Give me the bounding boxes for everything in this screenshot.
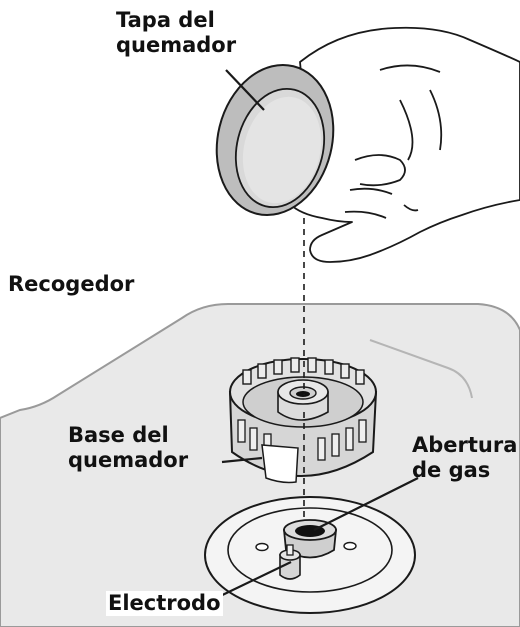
gas-opening-label-line1: Abertura (412, 433, 518, 457)
burner-cap-label-line1: Tapa del (116, 8, 215, 32)
burner-base-icon (228, 357, 378, 484)
burner-base-label: Base del quemador (68, 423, 188, 473)
gas-opening-label: Abertura de gas (412, 433, 517, 483)
leader-burner-cap (225, 69, 265, 111)
burner-base-label-line1: Base del (68, 423, 169, 447)
burner-cap-label: Tapa del quemador (116, 8, 236, 58)
burner-base-label-line2: quemador (68, 448, 189, 472)
burner-cap-icon (215, 63, 335, 217)
leader-burner-base (221, 456, 263, 464)
leader-electrode (211, 561, 292, 601)
drip-pan-label: Recogedor (8, 272, 135, 296)
burner-cap-label-line2: quemador (116, 33, 237, 57)
gas-opening-label-line2: de gas (412, 458, 491, 482)
leader-gas-opening (313, 477, 419, 531)
electrode-icon (279, 544, 301, 580)
electrode-label: Electrodo (106, 591, 223, 616)
